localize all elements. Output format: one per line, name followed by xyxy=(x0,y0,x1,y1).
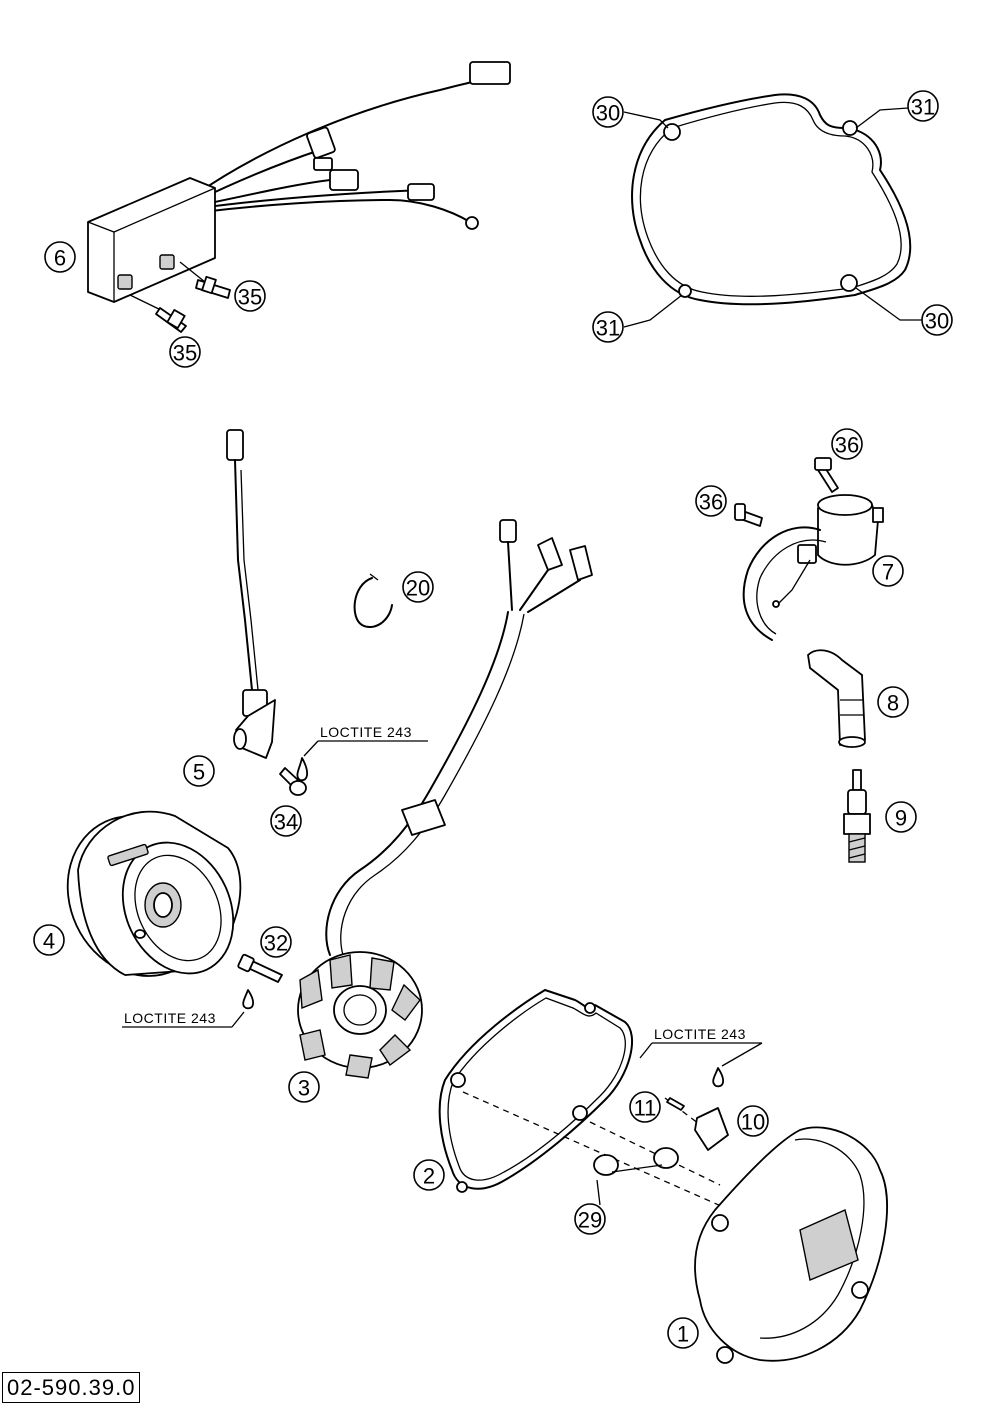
pulse-generator-illustration xyxy=(226,429,276,759)
svg-text:32: 32 xyxy=(264,931,288,956)
svg-text:30: 30 xyxy=(925,309,949,334)
svg-text:31: 31 xyxy=(596,316,620,341)
svg-text:7: 7 xyxy=(882,560,894,585)
svg-text:4: 4 xyxy=(43,929,55,954)
svg-text:5: 5 xyxy=(193,760,205,785)
svg-text:30: 30 xyxy=(596,101,620,126)
svg-text:6: 6 xyxy=(54,246,66,271)
svg-text:1: 1 xyxy=(677,1322,689,1347)
svg-text:10: 10 xyxy=(741,1110,765,1135)
svg-text:LOCTITE 243: LOCTITE 243 xyxy=(124,1010,216,1026)
cover-gasket-top-illustration xyxy=(623,93,922,328)
callout-30-a: 30 xyxy=(592,96,624,128)
callout-35-b: 35 xyxy=(169,336,201,368)
svg-text:8: 8 xyxy=(887,691,899,716)
bolt-36-a-illustration xyxy=(734,503,763,527)
callout-36-b: 36 xyxy=(695,485,727,517)
document-id-label: 02-590.39.0 xyxy=(2,1372,141,1403)
stator-illustration xyxy=(297,519,593,1079)
cable-clip-illustration xyxy=(353,573,393,628)
bolt-32-illustration xyxy=(237,953,283,983)
svg-text:29: 29 xyxy=(578,1208,602,1233)
spark-plug-cap-illustration xyxy=(807,649,866,748)
callout-4: 4 xyxy=(33,924,65,956)
loctite-drop-3 xyxy=(712,1067,724,1088)
svg-text:2: 2 xyxy=(423,1164,435,1189)
callout-32: 32 xyxy=(260,926,292,958)
loctite-note-2: LOCTITE 243 xyxy=(122,1010,245,1028)
svg-text:9: 9 xyxy=(895,806,907,831)
bolt-35-a-illustration xyxy=(179,261,231,299)
svg-text:36: 36 xyxy=(835,433,859,458)
screw-11-illustration xyxy=(666,1097,685,1111)
assembly-line-1 xyxy=(462,1091,731,1211)
callout-20: 20 xyxy=(402,571,434,603)
loctite-drop-1 xyxy=(296,757,308,782)
callout-8: 8 xyxy=(877,686,909,718)
svg-text:35: 35 xyxy=(238,285,262,310)
screw-34-illustration xyxy=(279,767,307,796)
loctite-note-1: LOCTITE 243 xyxy=(303,724,428,757)
svg-text:36: 36 xyxy=(699,490,723,515)
callout-34: 34 xyxy=(270,805,302,837)
cdi-unit-illustration xyxy=(87,61,511,303)
callout-11: 11 xyxy=(629,1091,661,1123)
bolt-36-b-illustration xyxy=(814,457,839,493)
callout-3: 3 xyxy=(288,1071,320,1103)
svg-text:LOCTITE 243: LOCTITE 243 xyxy=(320,724,412,740)
cover-gasket-illustration xyxy=(438,989,634,1193)
ignition-cover-illustration xyxy=(694,1126,888,1364)
callout-29: 29 xyxy=(574,1203,606,1235)
ignition-coil-illustration xyxy=(742,494,884,641)
loctite-note-3: LOCTITE 243 xyxy=(639,1026,763,1067)
bolt-35-b-illustration xyxy=(129,294,187,333)
loctite-drop-2 xyxy=(242,989,254,1010)
assembly-line-2 xyxy=(589,1121,721,1186)
callout-6: 6 xyxy=(44,241,76,273)
svg-text:20: 20 xyxy=(406,576,430,601)
svg-text:35: 35 xyxy=(173,341,197,366)
callout-1: 1 xyxy=(667,1317,699,1349)
callout-36-a: 36 xyxy=(831,428,863,460)
callout-31-a: 31 xyxy=(907,90,939,122)
plug-10-illustration xyxy=(694,1107,729,1151)
callout-9: 9 xyxy=(885,801,917,833)
callout-7: 7 xyxy=(872,555,904,587)
spark-plug-illustration xyxy=(843,769,871,863)
callout-30-b: 30 xyxy=(921,304,953,336)
svg-text:31: 31 xyxy=(911,95,935,120)
callout-2: 2 xyxy=(413,1159,445,1191)
callout-35-a: 35 xyxy=(234,280,266,312)
svg-text:11: 11 xyxy=(634,1096,657,1121)
svg-text:34: 34 xyxy=(274,810,298,835)
callout-10: 10 xyxy=(737,1105,769,1137)
callout-31-b: 31 xyxy=(592,311,624,343)
flywheel-rotor-illustration xyxy=(66,810,242,977)
svg-text:3: 3 xyxy=(298,1076,310,1101)
callout-5: 5 xyxy=(183,755,215,787)
svg-text:LOCTITE 243: LOCTITE 243 xyxy=(654,1026,746,1042)
dowel-sleeves-29-illustration xyxy=(593,1147,679,1206)
